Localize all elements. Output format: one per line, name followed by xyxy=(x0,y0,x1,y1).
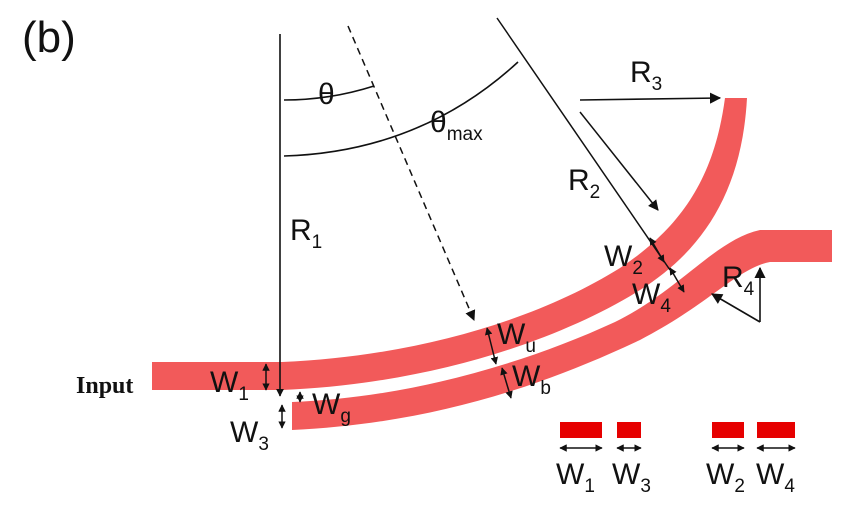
wu-dimension-arrow xyxy=(484,327,499,365)
dashed-radius-line xyxy=(347,25,476,321)
r4-arrow-diag xyxy=(711,293,761,323)
theta-arc xyxy=(283,85,375,101)
cross-section-w2-label: W2 xyxy=(706,458,745,497)
theta-label: θ xyxy=(318,78,335,111)
cross-section-w4 xyxy=(757,422,795,438)
w2-label: W2 xyxy=(604,240,643,279)
theta-max-arc xyxy=(283,61,519,157)
cross-section-legend: W1 W3 W2 W4 xyxy=(556,422,796,497)
cross-section-w1-label: W1 xyxy=(556,458,595,497)
cross-section-w4-label: W4 xyxy=(756,458,795,497)
r4-label: R4 xyxy=(722,261,755,300)
r3-label: R3 xyxy=(630,56,662,95)
wb-label: Wb xyxy=(512,360,551,399)
wg-label: Wg xyxy=(312,388,351,427)
lower-waveguide xyxy=(292,230,832,430)
w2-dimension-arrow xyxy=(649,237,665,263)
cross-section-w3 xyxy=(617,422,641,438)
w3-label: W3 xyxy=(230,416,269,455)
r2-radius-line xyxy=(496,17,671,271)
r3-arrow xyxy=(579,92,722,104)
r2-label: R2 xyxy=(568,164,600,203)
r1-label: R1 xyxy=(290,214,322,253)
w1-label: W1 xyxy=(210,366,249,405)
r2-arrow xyxy=(579,111,659,211)
theta-max-label: θmax xyxy=(430,106,483,145)
w4-dimension-arrow xyxy=(669,267,685,293)
wb-dimension-arrow xyxy=(500,367,513,399)
wu-label: Wu xyxy=(497,318,536,357)
cross-section-w2 xyxy=(712,422,744,438)
input-label: Input xyxy=(76,373,133,399)
w4-label: W4 xyxy=(632,278,671,317)
cross-section-w1 xyxy=(560,422,602,438)
panel-label: (b) xyxy=(22,13,76,62)
cross-section-w3-label: W3 xyxy=(612,458,651,497)
